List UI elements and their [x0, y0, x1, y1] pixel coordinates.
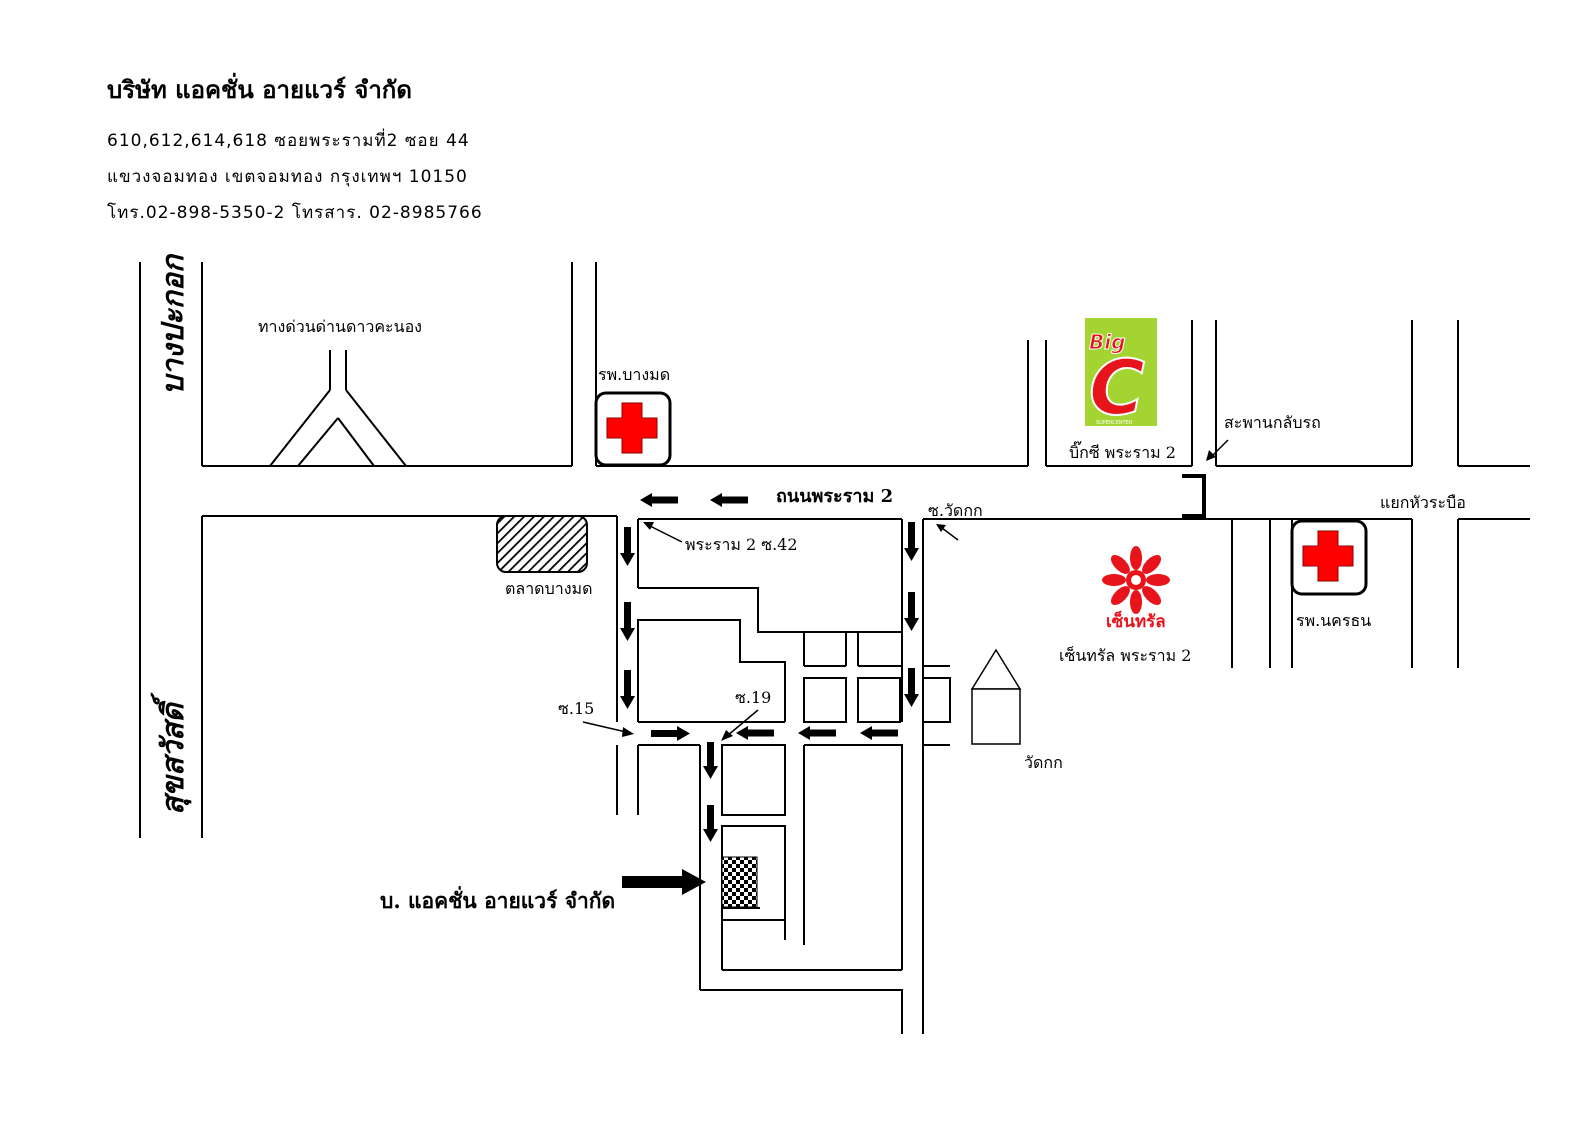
arrow-icon	[904, 592, 919, 631]
destination-label: บ. แอคชั่น อายแวร์ จำกัด	[380, 885, 615, 913]
u-turn-bridge-label: สะพานกลับรถ	[1224, 413, 1321, 432]
arrow-icon	[620, 670, 635, 709]
road-label-bang-pakok: บางปะกอก	[156, 253, 191, 395]
arrow-icon	[620, 602, 635, 641]
pointer-arrow-icon	[1206, 439, 1229, 461]
company-name: บริษัท แอคชั่น อายแวร์ จำกัด	[107, 75, 412, 104]
arrow-icon	[640, 493, 678, 507]
bigc-label: บิ๊กซี พระราม 2	[1069, 441, 1176, 462]
market-hatch-icon	[496, 515, 588, 573]
destination-marker	[721, 856, 758, 908]
address-line-1: 610,612,614,618 ซอยพระรามที่2 ซอย 44	[107, 131, 470, 151]
rama2-soi42-label: พระราม 2 ซ.42	[685, 535, 798, 554]
wat-kok-label: วัดกก	[1024, 753, 1063, 772]
pointer-arrow-icon	[936, 524, 959, 541]
arrow-icon	[904, 522, 919, 561]
temple-icon	[970, 648, 1022, 745]
bigc-logo-letter: C	[1089, 343, 1145, 432]
direction-arrows-soi42	[620, 527, 635, 709]
road-label-suksawat: สุขสวัสดิ์	[150, 692, 192, 815]
arrow-icon	[620, 527, 635, 566]
hospital-cross-icon	[594, 391, 672, 467]
hua-rabue-junction-label: แยกหัวระบือ	[1380, 493, 1466, 512]
direction-arrows-lower-soi	[703, 742, 718, 842]
bangmod-hospital-label: รพ.บางมด	[598, 365, 670, 384]
direction-arrows-cross-road	[651, 726, 898, 741]
soi-wat-kok-label: ซ.วัดกก	[928, 501, 983, 520]
soi19-label: ซ.19	[735, 688, 771, 707]
roads	[139, 262, 1530, 1034]
arrow-icon	[860, 726, 898, 740]
pointer-arrow-icon	[582, 721, 634, 737]
address-line-3: โทร.02-898-5350-2 โทรสาร. 02-8985766	[107, 203, 483, 223]
address-line-2: แขวงจอมทอง เขตจอมทอง กรุงเทพฯ 10150	[107, 167, 468, 187]
destination-arrow-icon	[622, 869, 706, 895]
direction-arrows-rama2	[640, 493, 748, 507]
arrow-icon	[736, 726, 774, 740]
nakornthon-hospital-label: รพ.นครธน	[1296, 611, 1371, 630]
direction-arrows-wat-kok	[904, 522, 919, 707]
hospital-cross-icon	[1290, 519, 1368, 596]
arrow-icon	[703, 742, 718, 779]
road-label-expressway: ทางด่วนด่านดาวคะนอง	[258, 317, 422, 336]
bigc-logo-sub: SUPERCENTER	[1096, 420, 1133, 426]
soi15-label: ซ.15	[558, 699, 594, 718]
arrow-icon	[798, 726, 836, 740]
arrow-icon	[904, 668, 919, 707]
pointer-arrow-icon	[643, 522, 683, 543]
arrow-icon	[703, 805, 718, 842]
central-logo	[1102, 546, 1170, 614]
bigc-logo: Big C SUPERCENTER	[1085, 318, 1157, 433]
central-rama2-label: เซ็นทรัล พระราม 2	[1059, 645, 1191, 665]
road-label-rama2: ถนนพระราม 2	[776, 486, 893, 507]
address-header: บริษัท แอคชั่น อายแวร์ จำกัด 610,612,614…	[107, 70, 483, 231]
arrow-icon	[710, 493, 748, 507]
central-logo-text: เซ็นทรัล	[1106, 609, 1166, 632]
bigc-logo-top: Big	[1089, 330, 1125, 354]
arrow-icon	[651, 726, 690, 741]
pointer-arrow-icon	[721, 709, 759, 741]
bangmod-market-label: ตลาดบางมด	[505, 579, 592, 598]
